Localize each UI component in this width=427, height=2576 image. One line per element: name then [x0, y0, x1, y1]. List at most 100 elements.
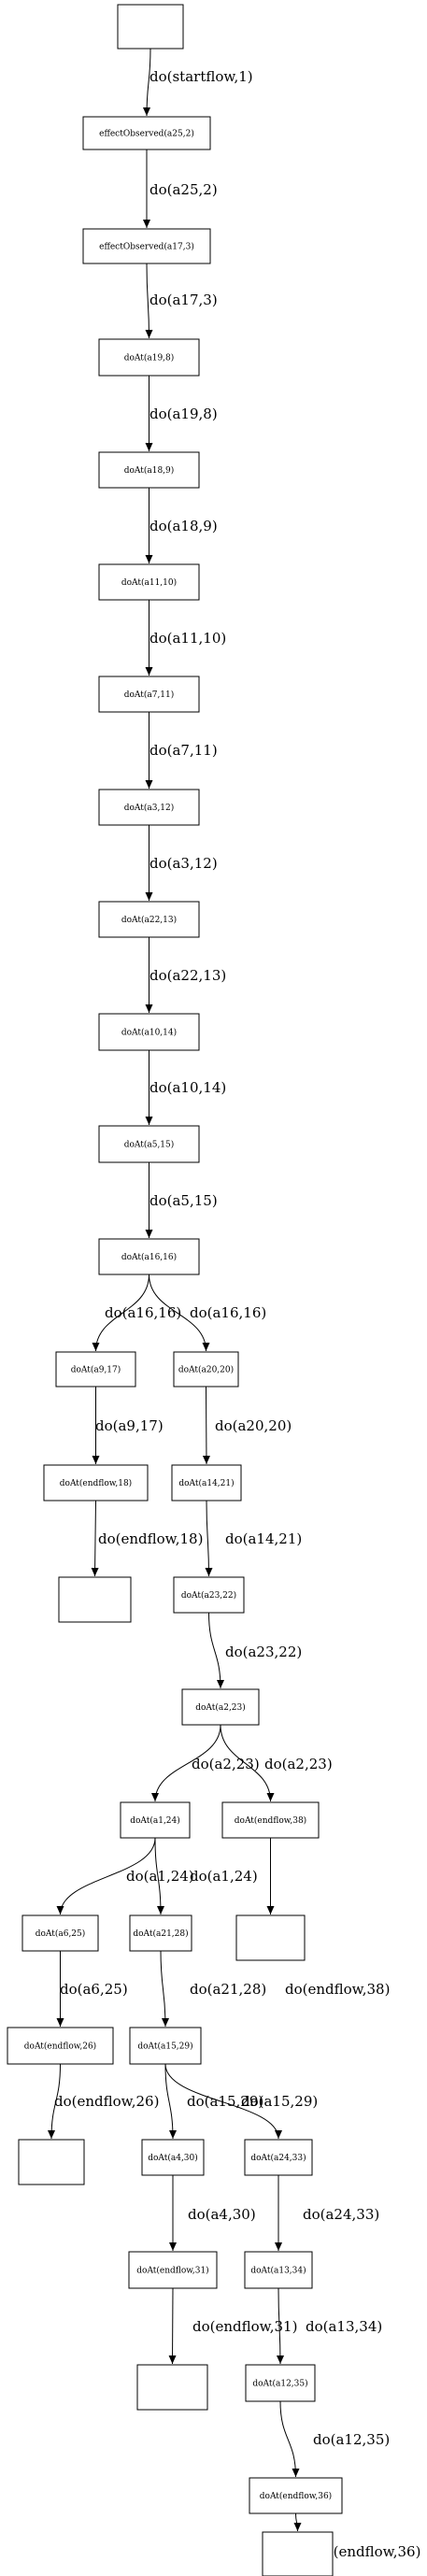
node-box [128, 2251, 218, 2289]
node-box [235, 1914, 306, 1961]
node-box [221, 1801, 320, 1839]
edge-n19-n21: do(a1,24) [56, 1837, 194, 1915]
edge-n5-n6: do(a11,10) [145, 600, 226, 676]
edge-n18-n20: do(a2,23) [220, 1724, 333, 1802]
node-n21: doAt(a6,25) [21, 1914, 99, 1952]
edge-n22-n25: do(a21,28) [160, 1950, 266, 2028]
node-n4: doAt(a18,9) [98, 451, 200, 489]
edge-label: do(a21,28) [190, 1981, 266, 1998]
edge-n8-n9: do(a22,13) [145, 937, 226, 1013]
edge-n12-n14: do(a9,17) [92, 1387, 164, 1464]
edge-arrow [48, 2063, 61, 2140]
node-label: doAt(a11,10) [121, 577, 177, 588]
edge-n0-n1: do(startflow,1) [143, 48, 253, 117]
node-label: effectObserved(a17,3) [99, 242, 194, 252]
node-label: doAt(a10,14) [121, 1028, 177, 1038]
edge-n14-n16: do(endflow,18) [91, 1500, 203, 1577]
node-label: doAt(a13,34) [250, 2266, 306, 2276]
edge-label: do(a15,29) [241, 2093, 318, 2110]
node-box [21, 1914, 99, 1952]
edge-n28-n30: do(a24,33) [275, 2175, 379, 2251]
edge-label: do(a10,14) [149, 1079, 226, 1096]
node-box [136, 2364, 208, 2411]
node-label: doAt(endflow,38) [235, 1815, 306, 1826]
edge-arrow [56, 1837, 156, 1915]
node-n20: doAt(endflow,38) [221, 1801, 320, 1839]
edge-arrow [143, 48, 151, 117]
edge-n18-n19: do(a2,23) [151, 1724, 260, 1802]
node-label: doAt(a3,12) [124, 803, 175, 813]
node-n34 [262, 2531, 334, 2576]
edge-label: do(a16,16) [105, 1304, 181, 1321]
edge-n24-n26: do(endflow,26) [48, 2063, 159, 2140]
edge-n9-n10: do(a10,14) [145, 1050, 226, 1125]
edge-label: do(a18,9) [149, 518, 218, 534]
node-box [7, 2027, 114, 2065]
edge-n7-n8: do(a3,12) [145, 825, 218, 901]
node-label: doAt(a19,8) [124, 353, 175, 363]
node-box [245, 2364, 316, 2402]
edge-arrow [276, 2287, 284, 2365]
node-box [173, 1576, 245, 1614]
edge-label: do(a11,10) [149, 630, 226, 647]
node-box [98, 901, 200, 938]
nodes-layer: effectObserved(a25,2) effectObserved(a17,… [7, 4, 343, 2576]
edge-arrow [149, 1274, 210, 1352]
node-n24: doAt(endflow,26) [7, 2027, 114, 2065]
node-label: doAt(endflow,31) [136, 2266, 208, 2276]
node-n12: doAt(a9,17) [55, 1351, 136, 1388]
edge-label: do(a2,23) [192, 1756, 260, 1772]
edge-n32-n33: do(a12,35) [279, 2400, 390, 2478]
node-label: doAt(a14,21) [178, 1478, 234, 1488]
node-n28: doAt(a24,33) [244, 2139, 313, 2176]
node-n9: doAt(a10,14) [98, 1013, 200, 1051]
node-label: doAt(endflow,18) [60, 1478, 132, 1488]
node-box [98, 338, 200, 377]
node-n7: doAt(a3,12) [98, 789, 200, 826]
edge-n1-n2: do(a25,2) [143, 149, 218, 228]
edge-label: do(a23,22) [225, 1644, 302, 1660]
node-n13: doAt(a20,20) [173, 1351, 239, 1388]
node-n15: doAt(a14,21) [171, 1464, 242, 1501]
edge-label: do(a1,24) [190, 1868, 258, 1885]
edge-n3-n4: do(a19,8) [145, 376, 218, 451]
node-label: doAt(a20,20) [178, 1365, 234, 1375]
edge-arrow [164, 2063, 282, 2140]
edge-n20-n23: do(endflow,38) [266, 1838, 390, 1998]
edge-arrow [205, 1500, 213, 1577]
node-n19: doAt(a1,24) [120, 1801, 191, 1839]
node-n16 [58, 1576, 132, 1623]
node-label: doAt(a12,35) [252, 2379, 307, 2389]
node-box [249, 2477, 343, 2514]
edge-arrow [91, 1500, 99, 1577]
node-label: doAt(a23,22) [181, 1590, 236, 1601]
node-label: doAt(a21,28) [133, 1928, 188, 1939]
edge-label: do(a22,13) [149, 967, 226, 984]
node-box [129, 1914, 192, 1952]
node-box [120, 1801, 191, 1839]
edge-n13-n15: do(a20,20) [202, 1386, 292, 1465]
edge-n6-n7: do(a7,11) [145, 712, 218, 789]
node-label: doAt(a24,33) [250, 2153, 306, 2163]
node-n8: doAt(a22,13) [98, 901, 200, 938]
edge-label: do(endflow,36) [316, 2543, 420, 2560]
node-box [98, 563, 200, 601]
node-label: doAt(a15,29) [137, 2042, 192, 2052]
edge-n33-n34: do(endflow,36) [293, 2512, 420, 2560]
edge-n21-n24: do(a6,25) [56, 1951, 128, 2027]
node-box [129, 2027, 202, 2065]
edge-arrow [160, 1950, 169, 2028]
edge-arrow [164, 2063, 177, 2140]
node-box [244, 2251, 313, 2289]
node-label: effectObserved(a25,2) [99, 129, 194, 139]
node-n29: doAt(endflow,31) [128, 2251, 218, 2289]
edge-n27-n29: do(a4,30) [169, 2175, 256, 2251]
edge-n30-n32: do(a13,34) [276, 2287, 382, 2365]
edge-arrow [279, 2400, 300, 2478]
node-label: doAt(a4,30) [148, 2153, 198, 2163]
node-box [82, 228, 211, 264]
edge-n29-n31: do(endflow,31) [168, 2287, 297, 2365]
edge-label: do(a2,23) [264, 1756, 333, 1772]
node-label: doAt(a9,17) [71, 1365, 121, 1375]
